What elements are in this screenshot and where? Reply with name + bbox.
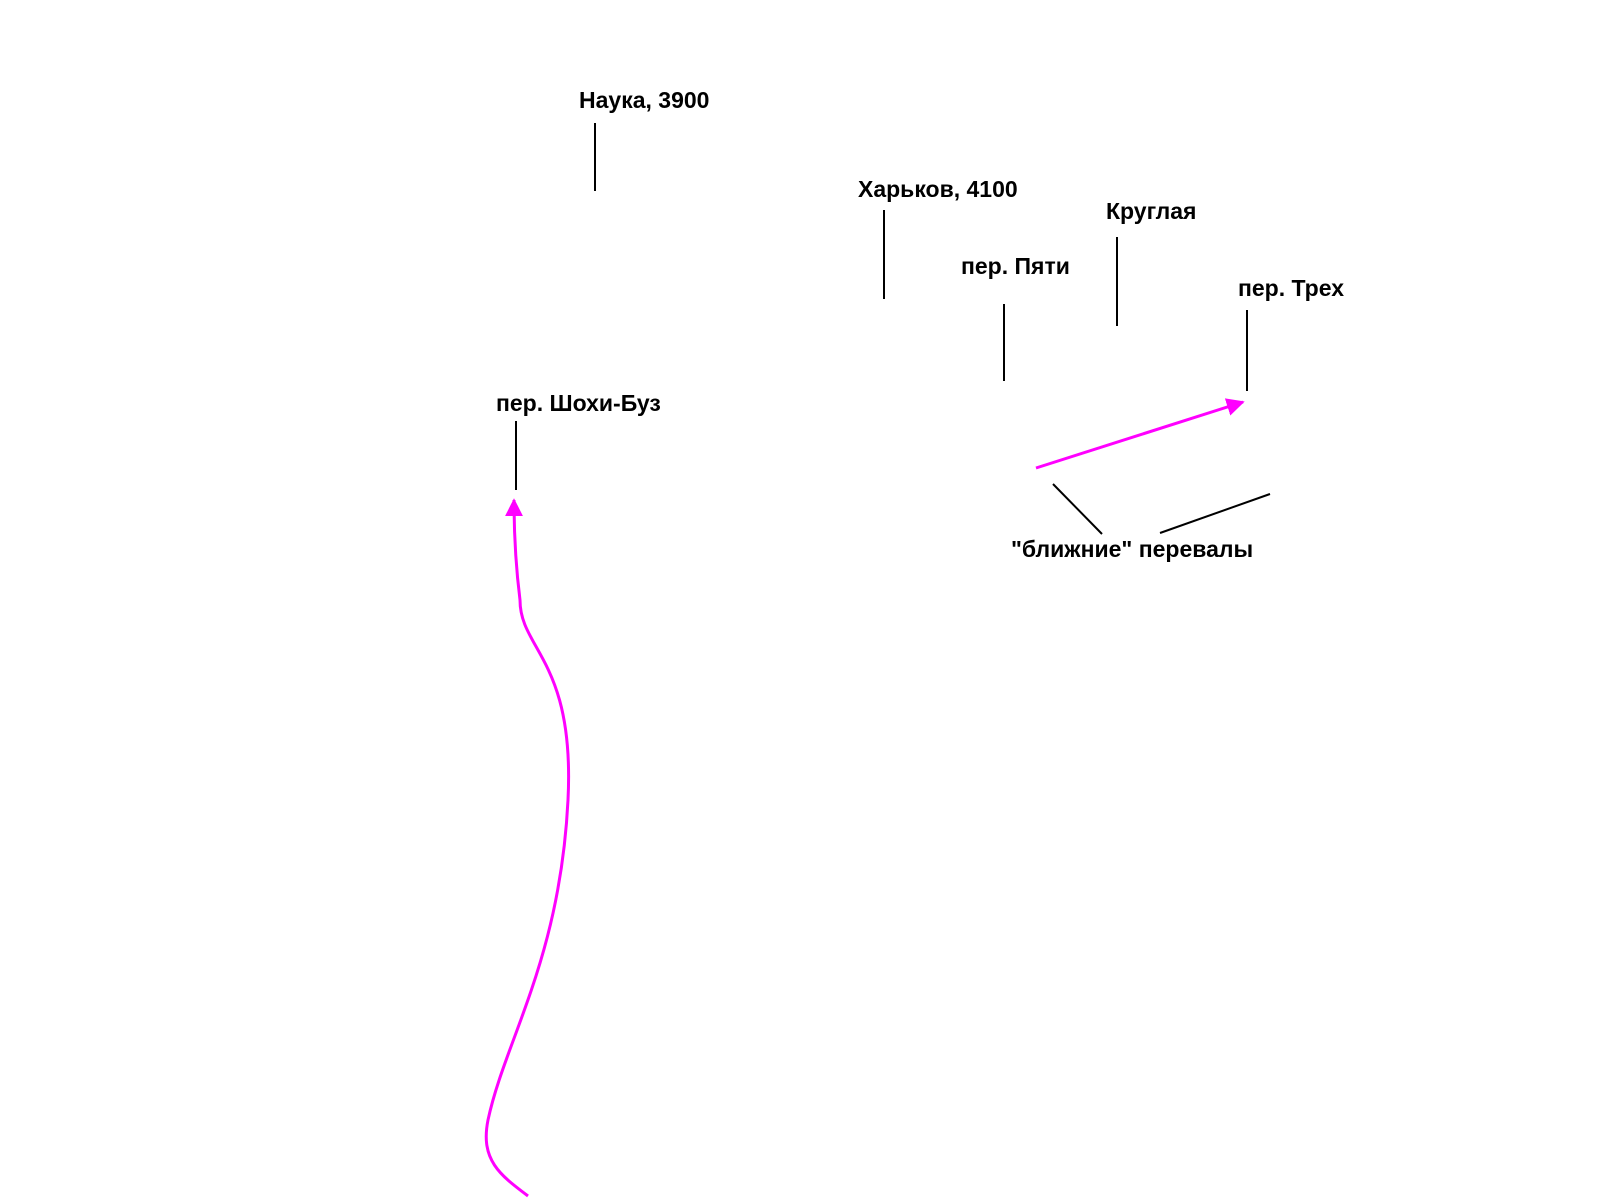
label-kharkov: Харьков, 4100 [858,176,1018,202]
label-per-trekh: пер. Трех [1238,275,1345,301]
route-arrow-to-trekh [1035,398,1245,470]
label-kruglaya: Круглая [1106,198,1197,224]
route-arrow-to-shokhi-buz [484,498,571,1198]
leader-line-blizhnie-left [1052,483,1103,535]
label-blizhnie-perevaly: "ближние" перевалы [1011,536,1254,562]
leader-line-blizhnie-right [1159,493,1271,534]
label-per-pyati: пер. Пяти [961,253,1070,279]
label-nauka: Наука, 3900 [579,87,710,113]
label-per-shokhi-buz: пер. Шохи-Буз [496,390,661,416]
